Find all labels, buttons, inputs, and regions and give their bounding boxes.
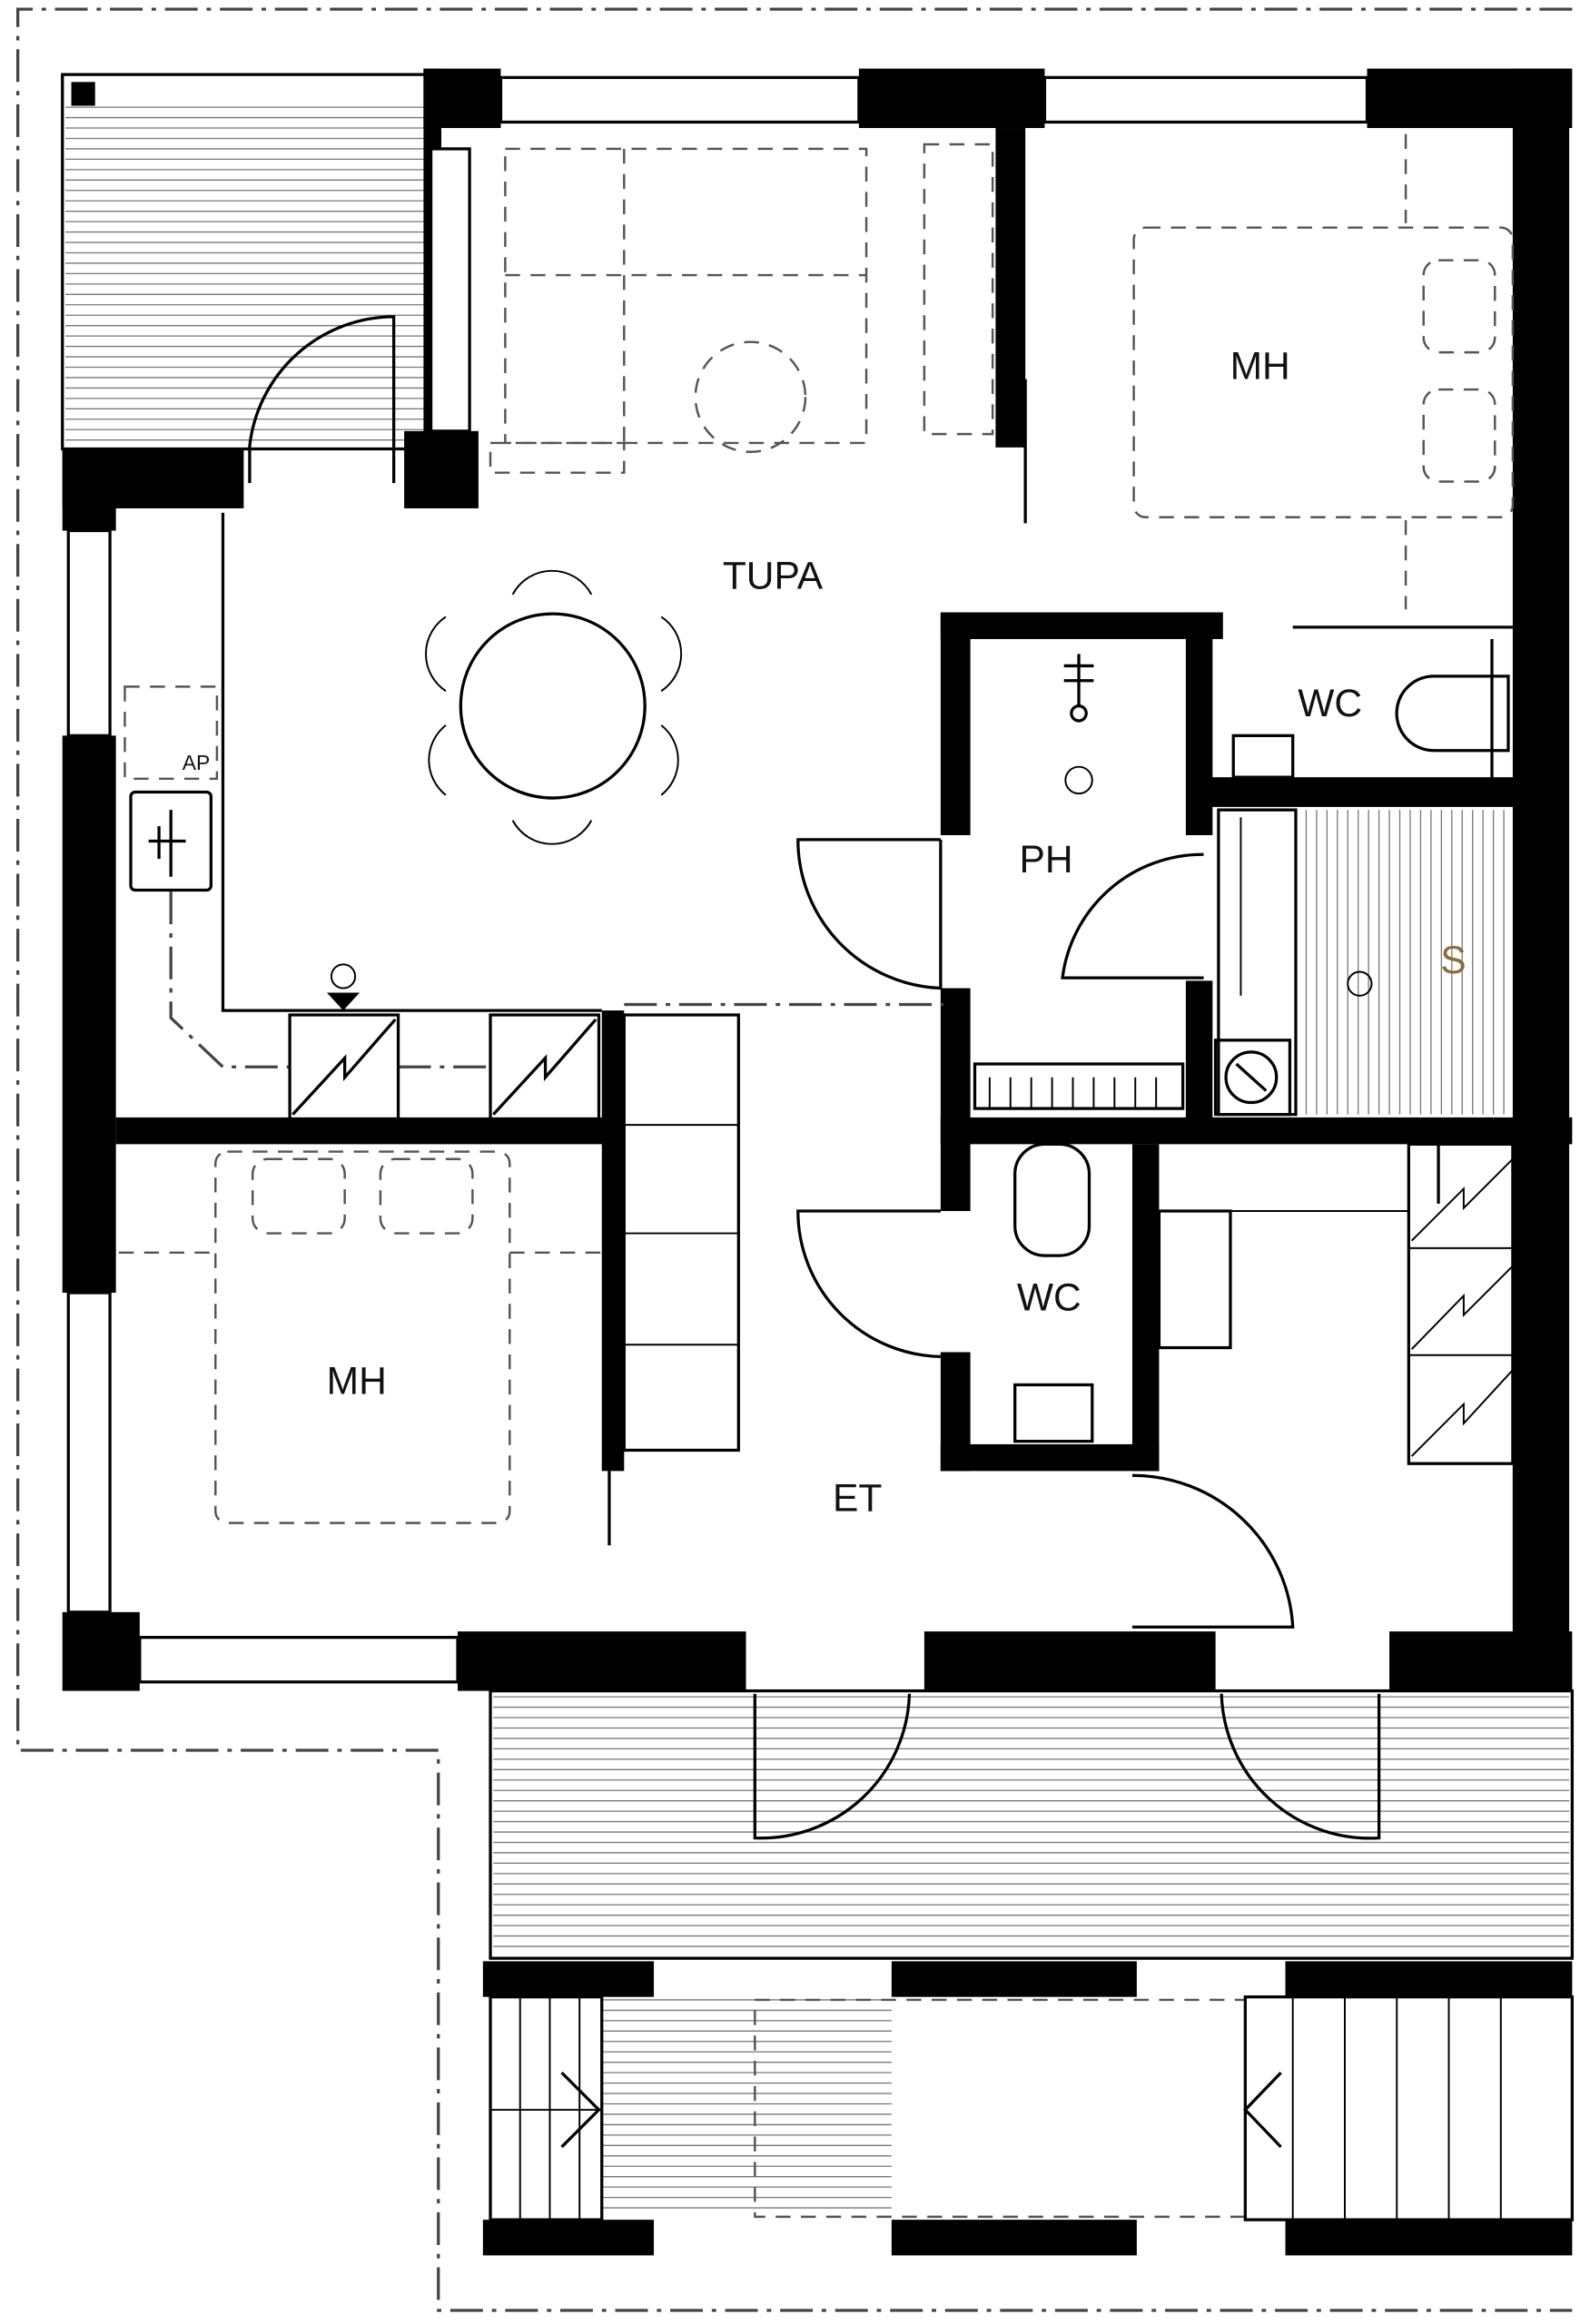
room-label-entrance: ET bbox=[833, 1477, 882, 1521]
windows bbox=[66, 75, 1369, 1684]
room-label-bedroom-top: MH bbox=[1230, 345, 1290, 389]
stair-deck-hatch bbox=[601, 1999, 892, 2209]
wardrobe-column bbox=[622, 1013, 740, 1452]
sauna-stove bbox=[1213, 808, 1373, 1117]
double-bed-top bbox=[1132, 133, 1515, 610]
room-label-bedroom-left: MH bbox=[327, 1359, 387, 1403]
site-boundary bbox=[16, 7, 1573, 2312]
terrace-outline bbox=[489, 1689, 1574, 1960]
dining-table bbox=[425, 569, 683, 845]
room-label-sauna: S bbox=[1440, 939, 1466, 982]
appliance-label: AP bbox=[183, 751, 211, 774]
bathroom-fixtures bbox=[973, 638, 1510, 1443]
room-label-bathroom: PH bbox=[1020, 838, 1073, 881]
interior-walls bbox=[115, 128, 1573, 1635]
sofa-dashed bbox=[489, 143, 994, 474]
terrace-deck-hatch bbox=[493, 1696, 1570, 1947]
room-label-wc-top: WC bbox=[1298, 682, 1362, 725]
stair-structure bbox=[482, 1961, 1574, 2256]
exterior-walls bbox=[62, 68, 1573, 1691]
column bbox=[71, 82, 95, 106]
sauna-bench-hatch bbox=[1295, 810, 1516, 1115]
room-label-living: TUPA bbox=[723, 554, 824, 597]
balcony-deck-hatch bbox=[65, 106, 424, 441]
hall-storage bbox=[1157, 1142, 1515, 1465]
doors bbox=[248, 315, 1381, 1840]
balcony-outline bbox=[61, 73, 429, 451]
double-bed-left bbox=[118, 1150, 602, 1524]
kitchen bbox=[123, 512, 944, 1121]
room-label-wc-bottom: WC bbox=[1017, 1276, 1081, 1320]
